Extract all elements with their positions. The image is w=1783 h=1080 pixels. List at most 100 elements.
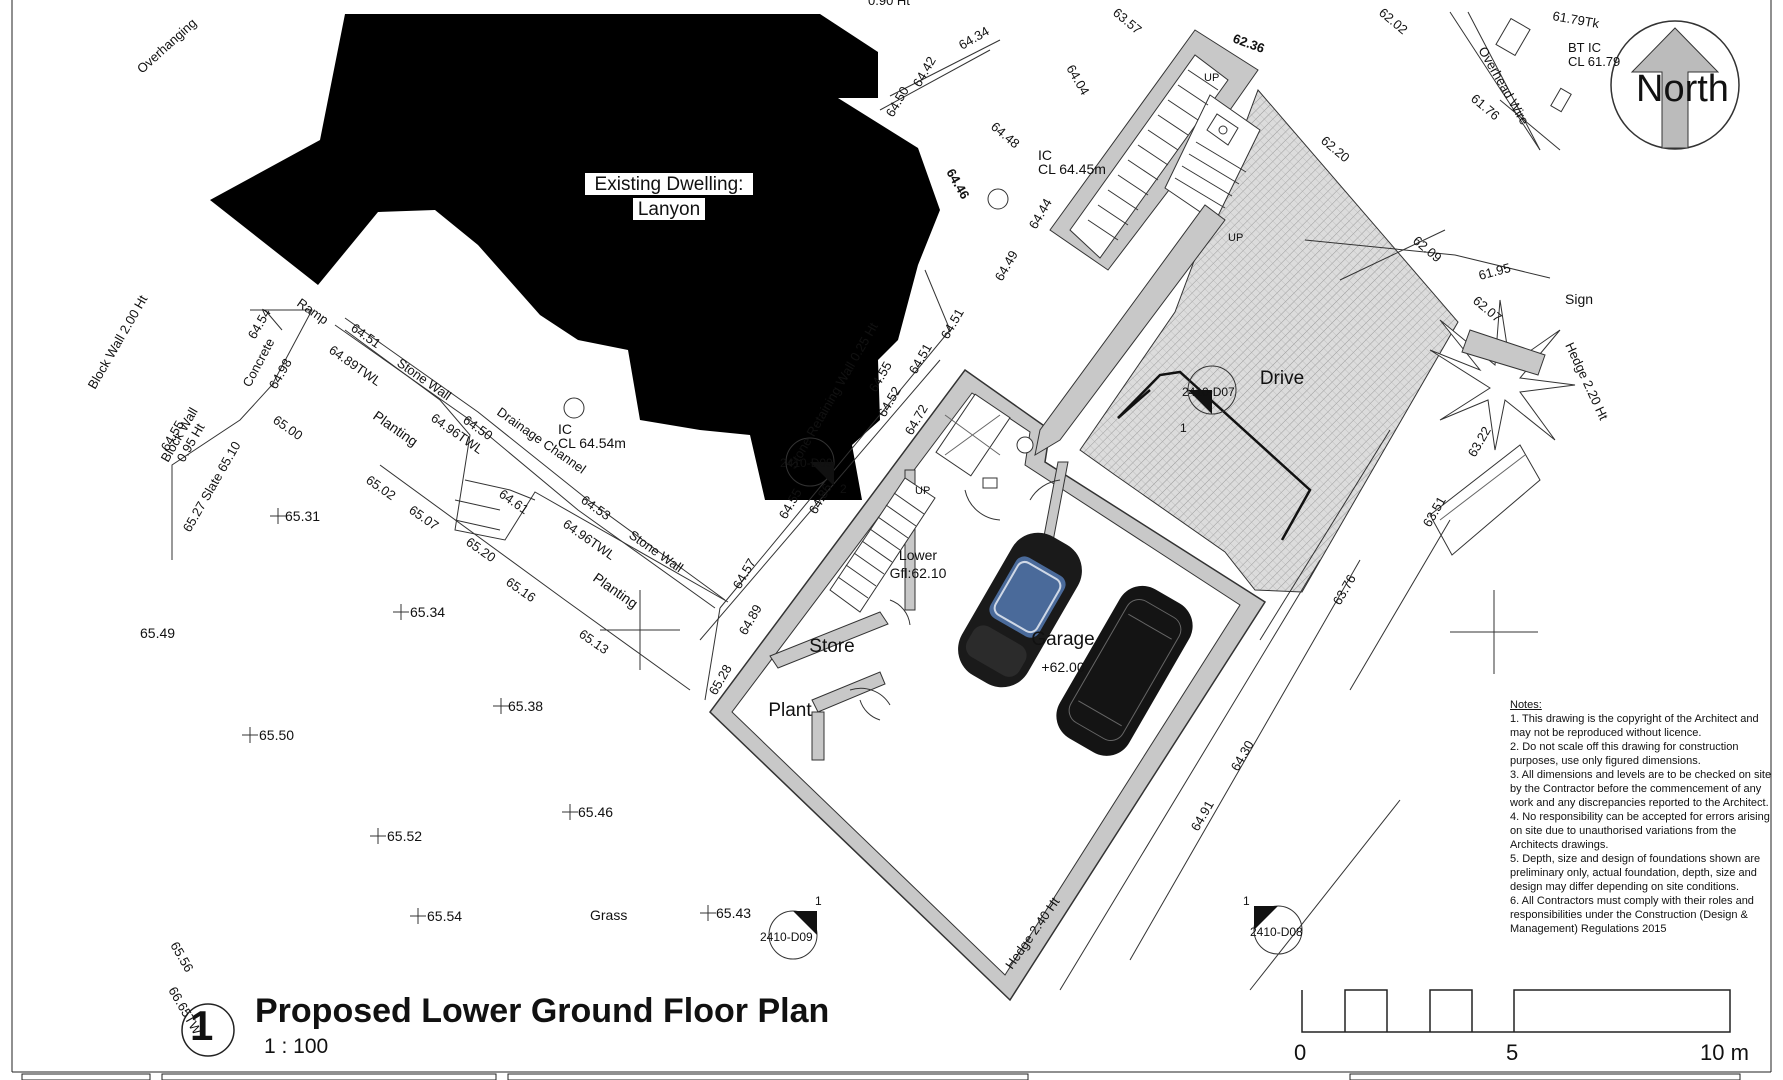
level-6220: 62.20: [1318, 133, 1353, 165]
room-label-drive: Drive: [1260, 368, 1304, 389]
level-6531: 65.31: [285, 508, 320, 524]
level-6546: 65.46: [578, 804, 613, 820]
level-6516: 65.16: [503, 574, 538, 605]
tree-icon: [1429, 299, 1576, 451]
level-markers: [242, 508, 1538, 924]
level-6434: 64.34: [956, 23, 992, 52]
dwelling-label-line1: Existing Dwelling:: [595, 174, 744, 195]
sheet-border: [11, 0, 1772, 1080]
bt-ic-label: BT IC: [1568, 40, 1601, 55]
north-label: North: [1636, 68, 1729, 110]
dwelling-label: Existing Dwelling: Lanyon: [585, 173, 753, 220]
planting-label-1: Planting: [370, 407, 421, 449]
level-6202: 62.02: [1376, 5, 1411, 37]
tk-label: 61.79Tk: [1551, 8, 1600, 31]
ic-label-1: IC: [1038, 147, 1052, 163]
level-6195: 61.95: [1477, 260, 1512, 283]
section-ref-d07-num: 1: [1180, 421, 1187, 435]
block-wall-200-label: Block Wall 2.00 Ht: [85, 292, 151, 391]
dwelling-label-line2: Lanyon: [638, 199, 700, 220]
section-marker-d07: 2410-D07 1: [1180, 365, 1237, 435]
level-6513: 65.13: [576, 626, 611, 657]
notes-header: Notes:: [1510, 699, 1542, 711]
up-label-lower: UP: [915, 485, 930, 497]
site-linework: [171, 11, 1572, 991]
note-item: 2. Do not scale off this drawing for con…: [1510, 741, 1739, 767]
level-6376: 63.76: [1330, 572, 1359, 608]
room-label-garage: Garage: [1031, 629, 1094, 650]
level-6534: 65.34: [410, 604, 445, 620]
level-6176: 61.76: [1468, 91, 1503, 123]
drawing-number: 1: [190, 1002, 214, 1049]
section-marker-d09-upper: 2410-D09 2: [780, 437, 847, 496]
level-6453: 64.53: [578, 492, 613, 523]
drawing-title: Proposed Lower Ground Floor Plan: [255, 992, 830, 1030]
level-6554: 65.54: [427, 908, 462, 924]
lower-level: Gfl:62.10: [890, 565, 947, 581]
level-6444: 64.44: [1026, 196, 1055, 232]
note-item: 5. Depth, size and design of foundations…: [1510, 853, 1761, 893]
level-6461: 64.61: [496, 486, 531, 517]
level-6538: 65.38: [508, 698, 543, 714]
room-label-plant: Plant: [768, 700, 812, 721]
lower-stair: [829, 477, 936, 613]
level-6449: 64.49: [992, 248, 1021, 284]
section-ref-d09b-num: 1: [815, 894, 822, 908]
level-6502: 65.02: [363, 472, 398, 503]
scale-bar: [1301, 989, 1731, 1033]
level-6430: 64.30: [1228, 738, 1257, 774]
bt-ic-cl: CL 61.79: [1568, 54, 1620, 69]
section-marker-d09-lower: 2410-D09 1: [760, 894, 822, 960]
level-6489: 64.89: [736, 602, 765, 638]
level-6236: 62.36: [1231, 31, 1267, 56]
section-ref-d09a-num: 2: [840, 482, 847, 496]
level-6556: 65.56: [167, 939, 196, 975]
level-6454: 64.54: [245, 306, 274, 342]
note-item: 3. All dimensions and levels are to be c…: [1510, 769, 1772, 809]
up-label-upper1: UP: [1204, 72, 1219, 84]
level-6357: 63.57: [1110, 5, 1145, 37]
ic-cl-1: CL 64.45m: [1038, 161, 1106, 177]
up-label-upper2: UP: [1228, 232, 1243, 244]
note-item: 4. No responsibility can be accepted for…: [1510, 811, 1770, 851]
level-6550: 65.50: [259, 727, 294, 743]
stone-wall-label-1: Stone Wall: [394, 355, 454, 403]
ramp-label: Ramp: [294, 295, 331, 327]
garage-level: +62.00: [1041, 659, 1084, 675]
upper-steps: [1034, 29, 1261, 457]
level-6322: 63.22: [1465, 424, 1494, 460]
north-arrow-icon: [1610, 20, 1740, 150]
existing-dwelling-footprint: [210, 14, 940, 500]
building-inner-space: [731, 392, 1241, 976]
ht-090-label: 0.90 Ht: [868, 0, 910, 8]
level-6442: 64.42: [910, 54, 939, 90]
drawing-number-circle: [181, 1003, 235, 1057]
notes-panel: Notes: 1. This drawing is the copyright …: [1510, 698, 1772, 936]
drawing-scale: 1 : 100: [264, 1035, 329, 1058]
car-right-icon: [1056, 585, 1193, 756]
scale-bar-end: 10 m: [1700, 1040, 1749, 1065]
scale-bar-mid: 5: [1506, 1040, 1519, 1065]
level-6404: 64.04: [1063, 62, 1092, 98]
ic-label-2: IC: [558, 421, 572, 437]
level-6209: 62.09: [1410, 233, 1445, 265]
level-6450b: 64.50: [883, 84, 912, 120]
note-item: 1. This drawing is the copyright of the …: [1510, 713, 1759, 739]
grass-label: Grass: [590, 907, 627, 923]
ic-cl-2: CL 64.54m: [558, 435, 626, 451]
section-ref-d08: 2410-D08: [1250, 925, 1303, 939]
car-left-icon: [958, 532, 1082, 688]
section-ref-d09b: 2410-D09: [760, 930, 813, 944]
sign-label: Sign: [1565, 291, 1593, 307]
level-6446: 64.46: [943, 166, 972, 202]
section-ref-d08-num: 1: [1243, 894, 1250, 908]
room-label-store: Store: [809, 636, 854, 657]
scale-bar-zero: 0: [1294, 1040, 1307, 1065]
level-6457: 64.57: [730, 556, 759, 592]
planting-label-2: Planting: [590, 569, 641, 611]
room-label-lower: Lower: [899, 547, 937, 563]
level-6500: 65.00: [270, 412, 305, 443]
level-6543: 65.43: [716, 905, 751, 921]
